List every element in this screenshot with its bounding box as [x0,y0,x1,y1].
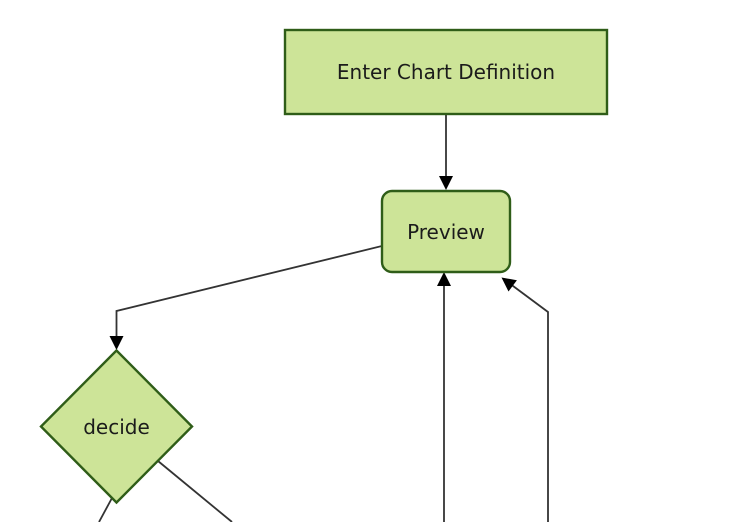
arrowhead-enter-to-preview [439,176,453,190]
edge-offscreen-to-preview-corner [508,282,549,522]
node-decide [39,348,194,505]
arrowhead-offscreen-to-preview-corner [501,277,517,292]
node-preview [380,189,512,274]
edge-decide-to-offscreen-left [98,497,113,522]
arrowhead-offscreen-to-preview-center [437,272,451,286]
edge-preview-to-decide [115,245,383,338]
node-enter-chart-definition [283,28,609,116]
edge-decide-to-offscreen-right [157,460,233,522]
arrowhead-preview-to-decide [109,336,124,350]
